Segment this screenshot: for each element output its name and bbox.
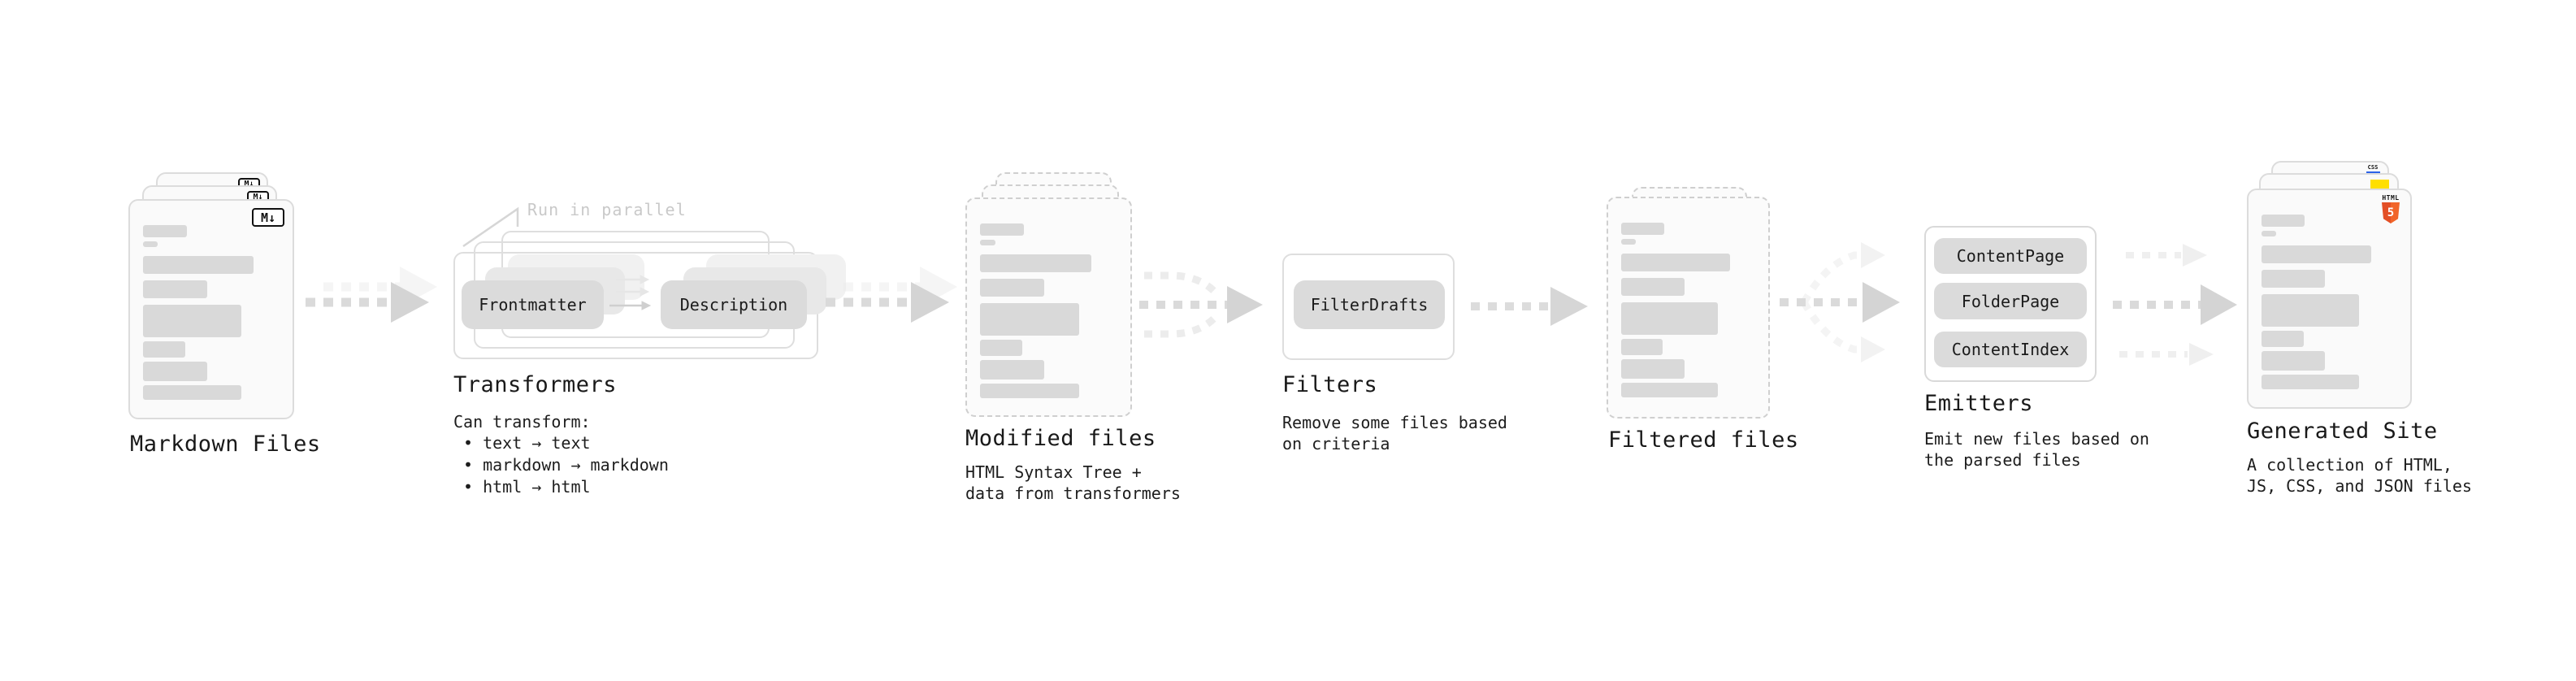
transform-bullet: • markdown → markdown [463, 455, 669, 475]
markdown-icon: M↓ [252, 208, 284, 227]
emitters-description: Emit new files based on the parsed files [1924, 429, 2149, 470]
stage-label-generated-site: Generated Site [2247, 419, 2438, 444]
html5-shield: 5 [2382, 202, 2400, 223]
site-file-card-html: HTML 5 [2247, 189, 2412, 409]
html5-number: 5 [2387, 206, 2395, 219]
modified-file-card-front [965, 197, 1132, 417]
description-pill: Description [661, 280, 807, 329]
contentindex-pill: ContentIndex [1934, 332, 2087, 367]
stage-label-markdown-files: Markdown Files [130, 432, 321, 457]
flow-arrow-icon [826, 267, 957, 323]
annotation-leader-line [462, 206, 519, 248]
flow-arrow-icon [306, 267, 437, 323]
flow-triple-arrow-icon [2113, 244, 2237, 366]
filters-box [1282, 254, 1455, 360]
html5-icon: HTML 5 [2381, 195, 2400, 223]
flow-split-arrow-icon [1780, 242, 1900, 362]
stage-label-transformers: Transformers [453, 372, 618, 397]
document-skeleton-lines [1608, 198, 1768, 397]
filtered-file-card-front [1607, 197, 1770, 419]
modified-files-description: HTML Syntax Tree + data from transformer… [965, 462, 1181, 503]
document-skeleton-lines [130, 201, 293, 400]
filterdrafts-pill: FilterDrafts [1294, 280, 1445, 329]
transformers-description: Can transform: [453, 412, 591, 432]
generated-site-description: A collection of HTML, JS, CSS, and JSON … [2247, 455, 2472, 496]
markdown-file-card-front: M↓ [128, 199, 294, 419]
parallel-arrows-icon [609, 275, 652, 310]
filters-description: Remove some files based on criteria [1282, 413, 1507, 453]
stage-label-filtered-files: Filtered files [1608, 427, 1799, 453]
transform-bullet: • text → text [463, 433, 591, 453]
css-icon-underline [2366, 171, 2380, 174]
transform-bullet: • html → html [463, 477, 591, 497]
document-skeleton-lines [2249, 190, 2410, 389]
run-in-parallel-annotation: Run in parallel [527, 200, 687, 219]
frontmatter-pill: Frontmatter [462, 280, 604, 329]
contentpage-pill: ContentPage [1934, 238, 2087, 274]
stage-label-filters: Filters [1282, 372, 1378, 397]
document-skeleton-lines [967, 199, 1130, 398]
css-icon: CSS [2365, 165, 2381, 174]
stage-label-modified-files: Modified files [965, 426, 1156, 451]
flow-arrow-icon [1471, 287, 1588, 326]
html5-icon-label: HTML [2382, 194, 2400, 202]
stage-label-emitters: Emitters [1924, 391, 2034, 416]
css-icon-label: CSS [2367, 164, 2379, 171]
javascript-icon [2370, 180, 2389, 190]
folderpage-pill: FolderPage [1934, 283, 2087, 319]
flow-merge-arrow-icon [1139, 271, 1263, 338]
